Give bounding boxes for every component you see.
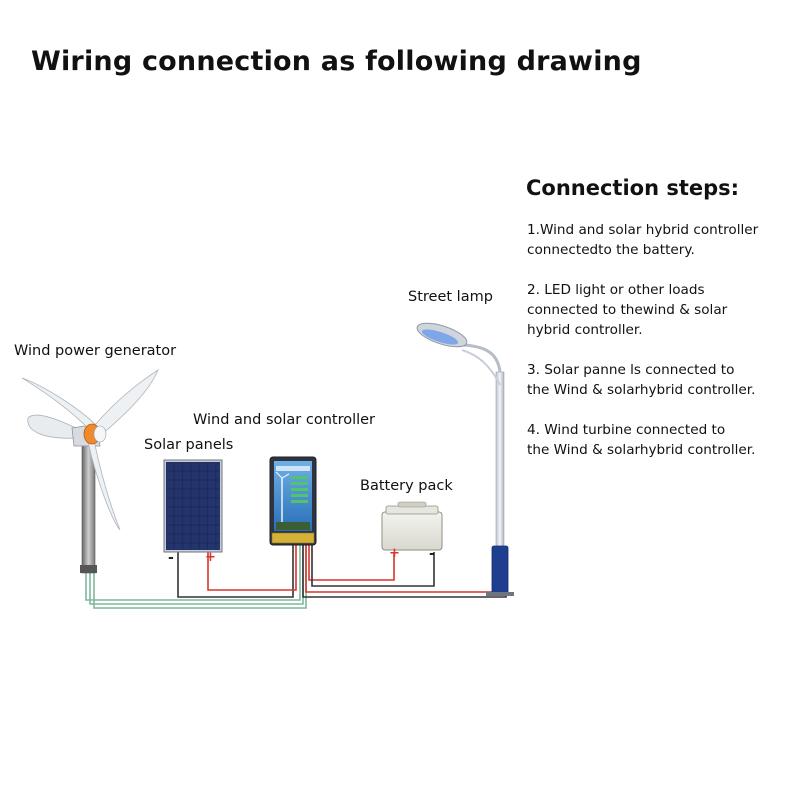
controller-label: Wind and solar controller: [193, 412, 376, 428]
street-lamp: [416, 322, 514, 596]
wind-generator-label: Wind power generator: [14, 343, 177, 359]
solar-panels-label: Solar panels: [144, 437, 234, 453]
street-lamp-label: Street lamp: [408, 289, 493, 305]
step-3-line-1: 3. Solar panne ls connected to: [527, 362, 735, 378]
lamp-pole: [495, 371, 505, 553]
wind-turbine: [21, 368, 159, 574]
step-1-line-2: connectedto the battery.: [527, 242, 695, 258]
controller-terminal-block: [271, 532, 315, 544]
solar-positive-sign: +: [205, 550, 216, 565]
solar-wire-positive: [207, 545, 297, 591]
turbine-tower: [81, 444, 96, 574]
battery-wire-negative: [311, 545, 435, 587]
wires: [85, 545, 507, 609]
battery-body: [381, 511, 443, 551]
connection-steps-heading: Connection steps:: [526, 176, 740, 200]
solar-panel-cells: [166, 462, 220, 550]
lamp-arm: [461, 343, 502, 373]
step-2-line-2: connected to thewind & solar: [527, 302, 728, 318]
step-2: 2. LED light or other loads connected to…: [527, 280, 797, 340]
hybrid-controller: [269, 456, 317, 546]
turbine-wire-2: [89, 545, 304, 605]
turbine-blade-1: [21, 377, 97, 431]
turbine-wire-1: [85, 545, 301, 601]
lamp-wire-negative: [302, 545, 507, 598]
step-1: 1.Wind and solar hybrid controller conne…: [527, 220, 797, 260]
turbine-tail: [27, 414, 81, 439]
step-2-line-3: hybrid controller.: [527, 322, 643, 338]
battery-wire-positive: [308, 545, 395, 581]
turbine-blade-3: [87, 439, 121, 531]
page-title: Wiring connection as following drawing: [31, 46, 642, 77]
step-3: 3. Solar panne ls connected to the Wind …: [527, 360, 797, 400]
battery-negative-sign: -: [429, 546, 435, 562]
solar-panel: [163, 459, 223, 553]
battery-positive-sign: +: [389, 546, 400, 561]
step-2-line-1: 2. LED light or other loads: [527, 282, 705, 298]
lamp-base: [491, 545, 509, 595]
connection-steps-list: 1.Wind and solar hybrid controller conne…: [527, 220, 797, 480]
turbine-wire-3: [93, 545, 307, 609]
step-3-line-2: the Wind & solarhybrid controller.: [527, 382, 756, 398]
battery-pack-label: Battery pack: [360, 478, 453, 494]
battery-pack: [381, 501, 443, 551]
step-4: 4. Wind turbine connected to the Wind & …: [527, 420, 797, 460]
step-4-line-1: 4. Wind turbine connected to: [527, 422, 726, 438]
turbine-blade-2: [93, 368, 159, 437]
solar-wire-negative: [177, 545, 294, 598]
solar-negative-sign: -: [168, 550, 174, 566]
step-4-line-2: the Wind & solarhybrid controller.: [527, 442, 756, 458]
step-1-line-1: 1.Wind and solar hybrid controller: [527, 222, 759, 238]
lamp-wire-positive: [305, 545, 501, 593]
